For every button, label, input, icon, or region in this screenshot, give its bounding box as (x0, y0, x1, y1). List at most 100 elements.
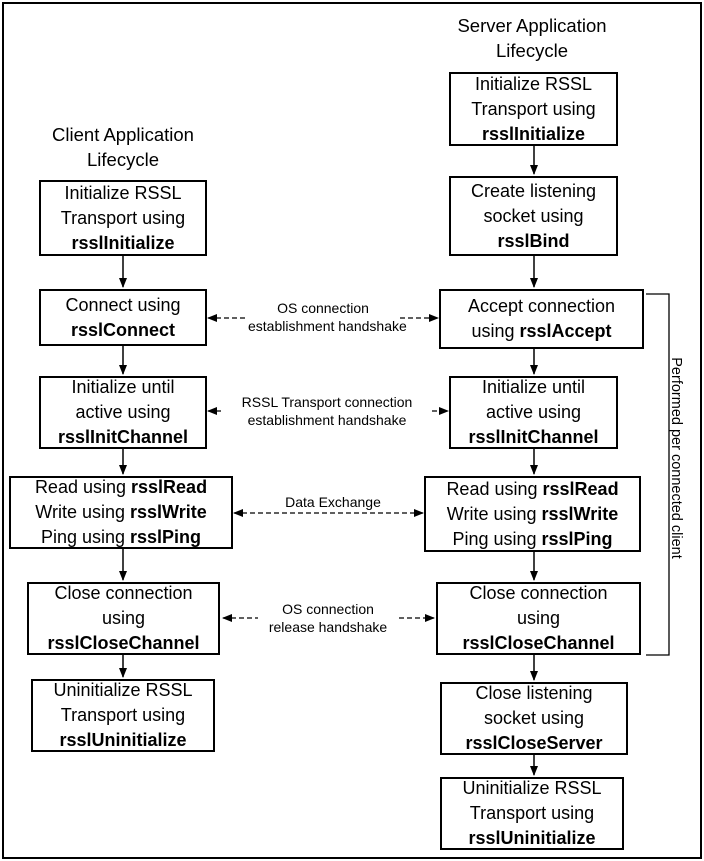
step-line: Ping using rsslPing (41, 525, 201, 550)
step-text: socket using (483, 205, 584, 226)
api-function-name: rsslUninitialize (59, 730, 187, 750)
api-function-name: rsslRead (542, 478, 619, 499)
step-line: Close connection (469, 581, 607, 606)
step-text: Create listening (470, 180, 597, 201)
step-text: using (516, 608, 561, 628)
step-line: Uninitialize RSSL (462, 776, 601, 801)
step-line: Read using rsslRead (446, 477, 618, 502)
step-text: Transport using (60, 705, 186, 725)
step-text: Transport using (471, 98, 596, 119)
client-heading: Client Application Lifecycle (52, 124, 194, 170)
step-text: Read using (34, 477, 132, 497)
step-line: Read using rsslRead (35, 475, 207, 500)
server-heading: Server Application Lifecycle (457, 15, 607, 61)
step-text: Transport using (60, 207, 186, 228)
client-step-initialize: Initialize RSSL Transport using rsslInitia… (39, 180, 207, 256)
step-line: socket using (484, 706, 584, 731)
step-line: rsslInitChannel (58, 425, 188, 450)
api-function-name: rsslBind (497, 230, 570, 251)
step-text: Initialize RSSL (64, 182, 182, 203)
step-line: Write using rsslWrite (35, 500, 206, 525)
step-line: Transport using (61, 206, 185, 231)
api-function-name: rsslCloseChannel (47, 633, 200, 653)
step-text: Accept connection (467, 296, 616, 316)
client-step-init-channel: Initialize until active using rsslInitChan… (39, 376, 207, 449)
api-function-name: rsslInitChannel (468, 427, 599, 447)
step-line: active using (75, 400, 170, 425)
api-function-name: rsslWrite (130, 502, 207, 522)
api-function-name: rsslConnect (70, 319, 176, 340)
step-line: Create listening (471, 179, 596, 204)
step-line: Initialize RSSL (475, 72, 592, 97)
step-text: using (101, 608, 146, 628)
api-function-name: rsslPing (541, 528, 613, 549)
server-step-initialize: Initialize RSSL Transport using rsslInitia… (449, 72, 618, 146)
api-function-name: rsslInitialize (71, 232, 175, 253)
step-text: Close connection (469, 583, 608, 603)
step-line: rsslBind (497, 229, 569, 254)
server-step-init-channel: Initialize until active using rsslInitChan… (449, 376, 618, 449)
server-step-bind: Create listening socket using rsslBind (449, 176, 618, 256)
step-line: rsslConnect (71, 318, 175, 343)
client-step-close-channel: Close connection using rsslCloseChannel (27, 582, 220, 655)
client-step-uninitialize: Uninitialize RSSL Transport using rsslUnin… (31, 679, 215, 752)
api-function-name: rsslUninitialize (468, 828, 596, 848)
api-function-name: rsslWrite (541, 503, 619, 524)
step-text: Write using (446, 503, 542, 524)
step-text: Close listening (475, 683, 593, 703)
exchange-label-data: Data Exchange (268, 493, 398, 511)
api-function-name: rsslCloseServer (465, 733, 603, 753)
step-line: Initialize RSSL (64, 181, 181, 206)
api-function-name: rsslPing (130, 527, 202, 547)
step-text: Ping using (452, 528, 542, 549)
step-line: Close connection (54, 581, 192, 606)
api-function-name: rsslInitialize (481, 123, 586, 144)
exchange-label-os-release: OS connection release handshake (258, 600, 398, 636)
step-line: rsslCloseChannel (462, 631, 614, 656)
step-text: Connect using (65, 294, 181, 315)
step-text: active using (75, 402, 171, 422)
step-line: Write using rsslWrite (447, 502, 618, 527)
step-line: Uninitialize RSSL (53, 678, 192, 703)
step-text: Initialize until (71, 377, 175, 397)
step-line: Initialize until (71, 375, 174, 400)
step-line: Transport using (61, 703, 185, 728)
step-line: Initialize until (482, 375, 585, 400)
step-line: rsslUninitialize (468, 826, 595, 851)
api-function-name: rsslInitChannel (57, 427, 189, 447)
step-text: Initialize until (481, 377, 586, 397)
step-line: rsslCloseChannel (47, 631, 199, 656)
server-step-close-server: Close listening socket using rsslCloseServ… (440, 682, 628, 755)
step-line: rsslCloseServer (465, 731, 602, 756)
api-function-name: rsslAccept (519, 321, 612, 341)
step-line: Connect using (65, 293, 180, 318)
server-step-uninitialize: Uninitialize RSSL Transport using rsslUnin… (440, 777, 624, 850)
step-line: Close listening (475, 681, 592, 706)
server-step-close-channel: Close connection using rsslCloseChannel (436, 582, 641, 655)
step-line: rsslInitialize (482, 122, 585, 147)
step-line: using rsslAccept (471, 319, 611, 344)
api-function-name: rsslCloseChannel (462, 633, 615, 653)
step-line: Transport using (470, 801, 594, 826)
client-step-connect: Connect using rsslConnect (39, 289, 207, 346)
step-line: active using (486, 400, 581, 425)
step-text: Uninitialize RSSL (53, 680, 193, 700)
step-text: Read using (446, 478, 543, 499)
step-text: Uninitialize RSSL (462, 778, 602, 798)
step-text: active using (485, 402, 582, 422)
step-line: rsslUninitialize (59, 728, 186, 753)
api-function-name: rsslRead (131, 477, 208, 497)
step-text: Close connection (54, 583, 193, 603)
step-text: socket using (483, 708, 585, 728)
exchange-label-os-connect: OS connection establishment handshake (248, 299, 407, 335)
step-line: rsslInitChannel (468, 425, 598, 450)
step-text: Initialize RSSL (474, 73, 593, 94)
step-text: Ping using (40, 527, 131, 547)
step-line: Accept connection (468, 294, 615, 319)
step-text: Transport using (469, 803, 595, 823)
exchange-label-rssl-connect: RSSL Transport connection establishment … (222, 393, 432, 429)
step-line: Transport using (471, 97, 595, 122)
step-line: using (517, 606, 560, 631)
